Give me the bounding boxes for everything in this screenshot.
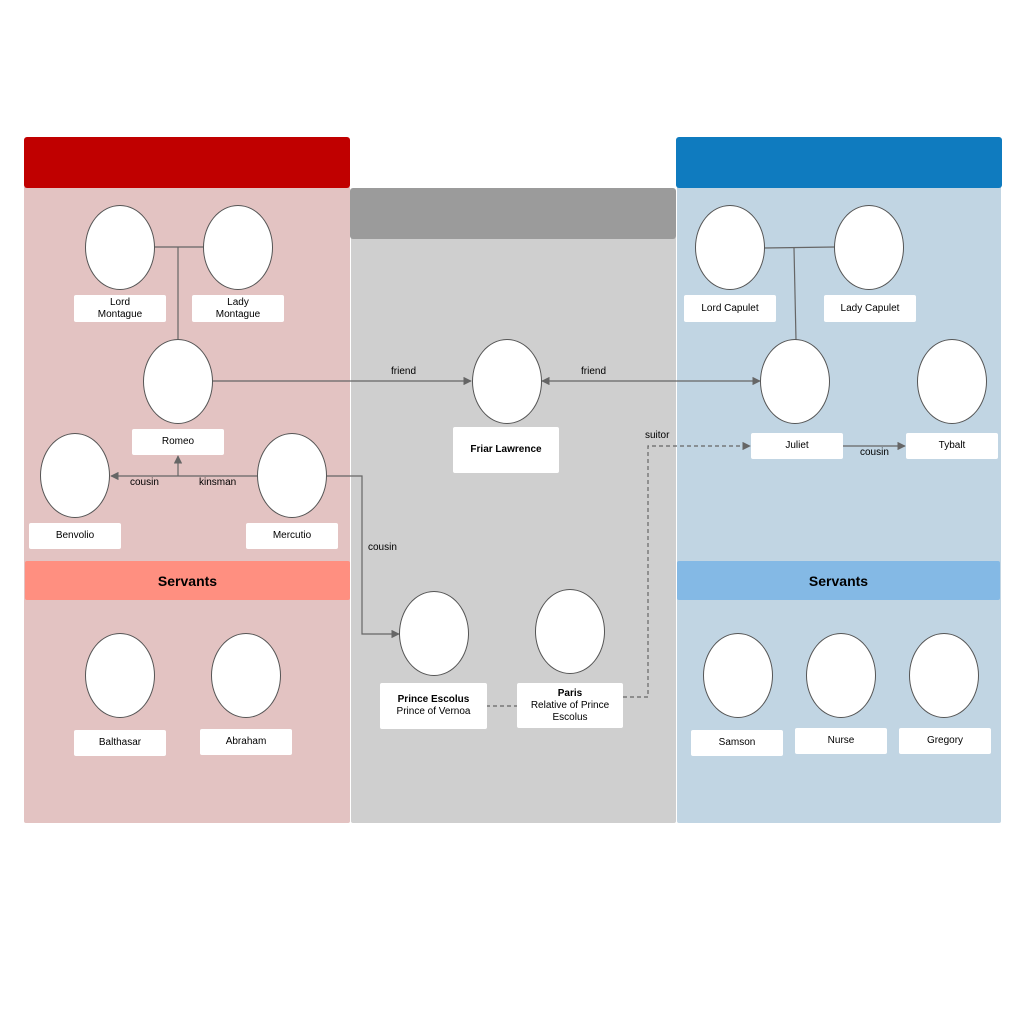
gregory-label: Gregory [899, 728, 991, 754]
juliet-label: Juliet [751, 433, 843, 459]
romeo-label: Romeo [132, 429, 224, 455]
capulet-servants-header: Servants [677, 561, 1000, 600]
paris-avatar [535, 589, 605, 674]
benvolio-label: Benvolio [29, 523, 121, 549]
romeo-benvolio-relation: cousin [130, 477, 159, 488]
balthasar-label: Balthasar [74, 730, 166, 756]
juliet-avatar [760, 339, 830, 424]
neutral-header [350, 188, 676, 239]
nurse-label: Nurse [795, 728, 887, 754]
lord-montague-label: Lord Montague [74, 295, 166, 322]
paris-label: Paris Relative of Prince Escolus [517, 683, 623, 728]
lord-capulet-label: Lord Capulet [684, 295, 776, 322]
benvolio-avatar [40, 433, 110, 518]
tybalt-avatar [917, 339, 987, 424]
samson-label: Samson [691, 730, 783, 756]
friar-lawrence-avatar [472, 339, 542, 424]
montague-header [24, 137, 350, 188]
lord-montague-avatar [85, 205, 155, 290]
juliet-tybalt-relation: cousin [860, 447, 889, 458]
mercutio-romeo-relation: kinsman [199, 477, 237, 488]
romeo-avatar [143, 339, 213, 424]
romeo-friar-relation: friend [391, 366, 417, 377]
balthasar-avatar [85, 633, 155, 718]
friar-lawrence-label: Friar Lawrence [453, 427, 559, 473]
capulet-marriage-line [763, 246, 836, 249]
nurse-avatar [806, 633, 876, 718]
abraham-avatar [211, 633, 281, 718]
mercutio-avatar [257, 433, 327, 518]
capulet-parent-line [793, 247, 797, 341]
lady-montague-avatar [203, 205, 273, 290]
prince-escolus-avatar [399, 591, 469, 676]
paris-juliet-edge [623, 441, 751, 698]
lady-montague-label: Lady Montague [192, 295, 284, 322]
friar-juliet-relation: friend [581, 366, 607, 377]
montague-servants-header: Servants [25, 561, 350, 600]
prince-escolus-label: Prince Escolus Prince of Vernoa [380, 683, 487, 729]
mercutio-label: Mercutio [246, 523, 338, 549]
paris-juliet-relation: suitor [645, 430, 670, 441]
lady-capulet-avatar [834, 205, 904, 290]
mercutio-prince-edge [326, 475, 400, 639]
lord-capulet-avatar [695, 205, 765, 290]
samson-avatar [703, 633, 773, 718]
lady-capulet-label: Lady Capulet [824, 295, 916, 322]
mercutio-prince-relation: cousin [368, 542, 397, 553]
capulet-header [676, 137, 1002, 188]
abraham-label: Abraham [200, 729, 292, 755]
gregory-avatar [909, 633, 979, 718]
tybalt-label: Tybalt [906, 433, 998, 459]
